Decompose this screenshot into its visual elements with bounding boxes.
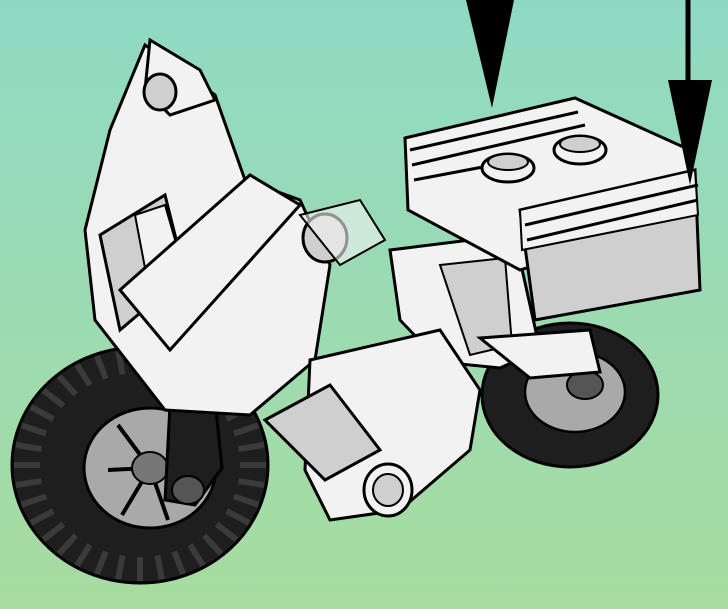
tire-tread bbox=[238, 481, 264, 485]
tire-tread bbox=[16, 481, 42, 485]
tire-tread bbox=[238, 445, 264, 449]
tire-tread bbox=[16, 445, 42, 449]
